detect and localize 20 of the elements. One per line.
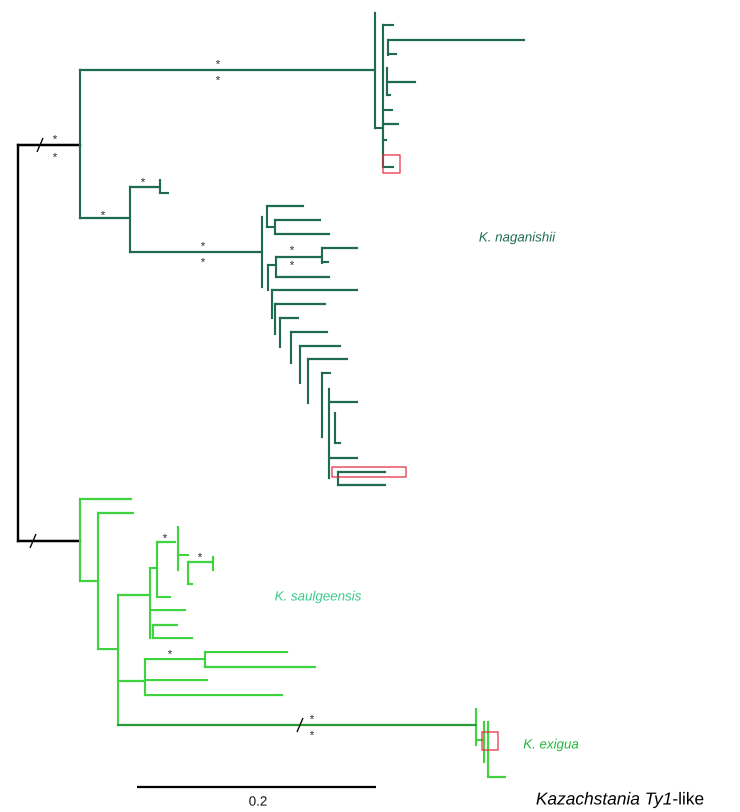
asterisk: *: [168, 650, 172, 654]
asterisk: *: [52, 134, 58, 140]
title-text: Kazachstania Ty1-like: [536, 792, 704, 808]
asterisk: *: [216, 76, 220, 80]
asterisk: *: [200, 242, 206, 246]
asterisk: *: [290, 260, 294, 266]
asterisk: *: [198, 552, 202, 558]
species-label: K. naganishii: [479, 232, 556, 244]
asterisk: *: [310, 730, 314, 736]
asterisk: *: [216, 60, 220, 64]
species-label: K. saulgeensis: [275, 590, 362, 604]
scale-label: 0.2: [249, 796, 267, 806]
asterisk: *: [290, 246, 294, 250]
asterisk: *: [310, 714, 314, 720]
species-label: K. exigua: [524, 738, 578, 752]
asterisk: *: [162, 534, 168, 538]
asterisk: *: [100, 210, 106, 216]
asterisk: *: [52, 152, 58, 158]
asterisk: *: [200, 258, 206, 262]
asterisk: *: [140, 178, 146, 182]
